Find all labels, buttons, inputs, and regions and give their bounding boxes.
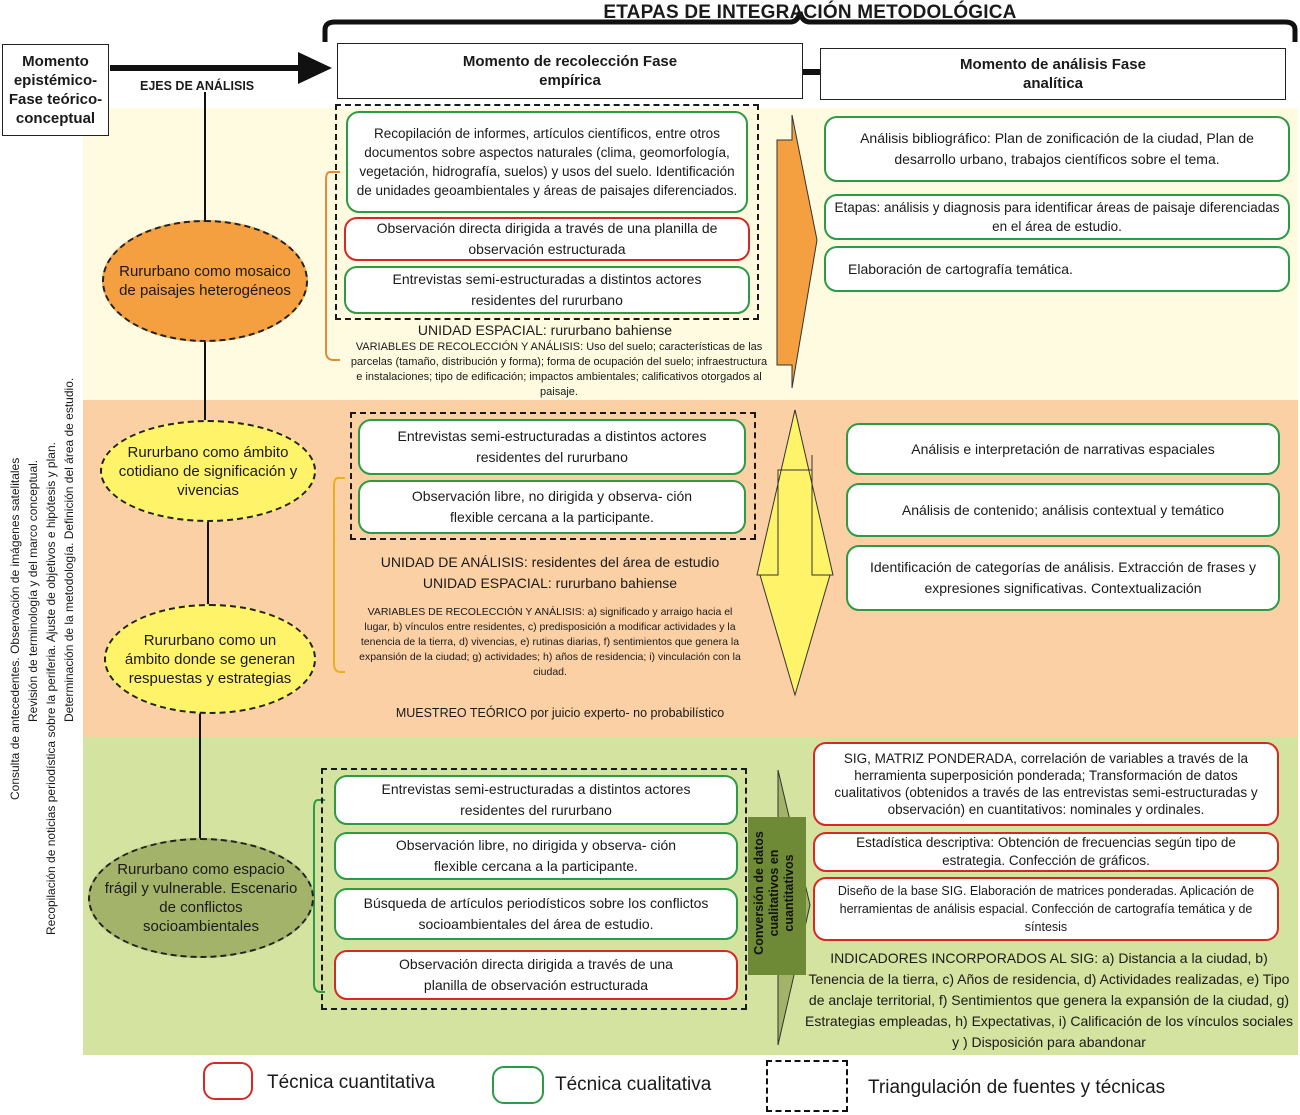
tecnica-recopilacion-informes: Recopilación de informes, artículos cien… [346,111,748,213]
legend-swatch-triangulacion [766,1060,848,1112]
muestreo-band2: MUESTREO TEÓRICO por juicio experto- no … [395,706,725,720]
triangulacion-band3 [321,768,747,1010]
vertical-text-2: Revisión de terminología y del marco con… [26,459,40,722]
analisis-etapas: Etapas: análisis y diagnosis para identi… [824,194,1290,240]
arrow-epistemico-head [298,52,332,84]
analisis-sig-matriz: SIG, MATRIZ PONDERADA, correlación de va… [813,742,1279,826]
variables-band1: VARIABLES DE RECOLECCIÓN Y ANÁLISIS: Uso… [350,341,768,398]
momento-epistemico-box: Momento epistémico- Fase teórico- concep… [2,44,109,136]
legend-swatch-cuantitativa [203,1062,253,1100]
eje-conflictos-oval: Rururbano como espacio frágil y vulnerab… [88,838,314,958]
top-brace [322,11,1298,42]
momento-recoleccion-box: Momento de recolección Fase empírica [337,43,803,99]
tecnica-observacion-libre-2: Observación libre, no dirigida y observa… [334,832,738,880]
analisis-bibliografico: Análisis bibliográfico: Plan de zonifica… [824,116,1290,182]
indicadores-sig: INDICADORES INCORPORADOS AL SIG: a) Dist… [805,950,1293,1050]
tecnica-observacion-directa-2: Observación directa dirigida a través de… [334,950,738,1000]
tecnica-entrevistas-3: Entrevistas semi-estructuradas a distint… [334,775,738,825]
brace-band1 [325,171,340,361]
analisis-contenido: Análisis de contenido; análisis contextu… [846,483,1280,537]
variables-band2: VARIABLES DE RECOLECCIÓN Y ANÁLISIS: a) … [359,606,741,678]
eje-vivencias-oval: Rururbano como ámbito cotidiano de signi… [100,420,316,522]
vertical-text-4: Determinación de la metodología. Definic… [62,377,76,722]
vertical-text-1: Consulta de antecedentes. Observación de… [8,457,22,800]
conversion-label: Conversión de datos cualitativos en cuan… [752,831,796,955]
analisis-categorias: Identificación de categorías de análisis… [846,545,1280,611]
tecnica-observacion-libre-1: Observación libre, no dirigida y observa… [358,480,746,534]
conversion-bar [748,817,806,975]
unidad-espacial-band2: UNIDAD ESPACIAL: rururbano bahiense [422,575,678,591]
triangulacion-band1 [335,104,759,320]
diagram-title: ETAPAS DE INTEGRACIÓN METODOLÓGICA [603,2,1017,23]
tecnica-entrevistas-2: Entrevistas semi-estructuradas a distint… [358,419,746,475]
orange-arrow [776,114,818,389]
legend-triangulacion: Triangulación de fuentes y técnicas [868,1077,1166,1098]
brace-band2 [333,477,345,673]
vertical-text-3: Recopilación de noticias periodística so… [44,442,58,935]
tecnica-entrevistas-1: Entrevistas semi-estructuradas a distint… [344,266,750,314]
eje-estrategias-oval: Rururbano como un ámbito donde se genera… [104,604,316,714]
analisis-cartografia: Elaboración de cartografía temática. [824,246,1290,292]
eje-paisajes-oval: Rururbano como mosaico de paisajes heter… [102,220,308,342]
tecnica-busqueda-articulos: Búsqueda de artículos periodísticos sobr… [334,888,738,940]
tecnica-observacion-directa-1: Observación directa dirigida a través de… [344,217,750,261]
legend-cualitativa: Técnica cualitativa [555,1074,712,1095]
analisis-estadistica: Estadística descriptiva: Obtención de fr… [813,832,1279,872]
unidad-analisis-band2: UNIDAD DE ANÁLISIS: residentes del área … [380,554,720,570]
analisis-diseno-sig: Diseño de la base SIG. Elaboración de ma… [813,877,1279,941]
ejes-label: EJES DE ANÁLISIS [140,79,255,93]
brace-band3 [313,799,325,993]
unidad-espacial-band1: UNIDAD ESPACIAL: rururbano bahiense [417,322,673,338]
momento-analisis-box: Momento de análisis Fase analítica [820,48,1286,100]
triangulacion-band2 [350,412,756,540]
legend-swatch-cualitativa [492,1066,544,1104]
legend-cuantitativa: Técnica cuantitativa [267,1072,435,1093]
analisis-narrativas: Análisis e interpretación de narrativas … [846,423,1280,475]
